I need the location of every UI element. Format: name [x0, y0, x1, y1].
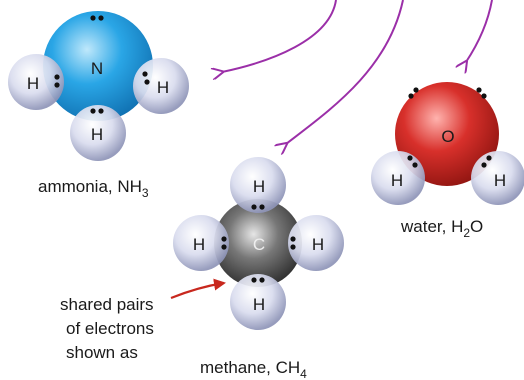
arrow-to-water: [466, 0, 493, 62]
ammonia-h-label: H: [157, 78, 169, 97]
water-molecule: O H H water, H2O: [371, 82, 524, 240]
arrow-to-ammonia: [222, 0, 337, 72]
nitrogen-atom: [43, 11, 153, 121]
arrow-to-methane: [286, 0, 404, 144]
water-h-label: H: [391, 171, 403, 190]
electron-pair-dots: [221, 204, 296, 283]
hydrogen-atom: [371, 151, 425, 205]
ammonia-h-label: H: [91, 125, 103, 144]
hydrogen-atom: [173, 215, 229, 271]
ammonia-central-label: N: [91, 59, 103, 78]
methane-central-label: C: [253, 235, 265, 254]
water-caption: water, H2O: [400, 217, 483, 240]
methane-h-label: H: [193, 235, 205, 254]
methane-molecule: C H H H H methane, CH4: [173, 157, 344, 380]
methane-h-label: H: [253, 295, 265, 314]
ammonia-caption: ammonia, NH3: [38, 177, 149, 200]
ammonia-h-label: H: [27, 74, 39, 93]
electron-pair-dots: [54, 15, 150, 114]
water-central-label: O: [441, 127, 454, 146]
annotation-line: of electrons: [66, 319, 154, 338]
hydrogen-atom: [70, 105, 126, 161]
annotation-line: shown as: [66, 343, 138, 362]
hydrogen-atom: [230, 274, 286, 330]
methane-caption: methane, CH4: [200, 358, 307, 380]
hydrogen-atom: [133, 58, 189, 114]
annotation-line: shared pairs: [60, 295, 154, 314]
shared-pairs-annotation: shared pairs of electrons shown as: [60, 278, 226, 362]
water-h-label: H: [494, 171, 506, 190]
methane-h-label: H: [253, 177, 265, 196]
hydrogen-atom: [288, 215, 344, 271]
ammonia-molecule: N H H H ammonia, NH3: [8, 11, 189, 200]
electron-pair-dots: [407, 87, 492, 168]
hydrogen-atom: [8, 54, 64, 110]
methane-h-label: H: [312, 235, 324, 254]
annotation-arrow: [170, 278, 226, 300]
hydrogen-atom: [230, 157, 286, 213]
carbon-atom: [214, 199, 302, 287]
oxygen-atom: [395, 82, 499, 186]
